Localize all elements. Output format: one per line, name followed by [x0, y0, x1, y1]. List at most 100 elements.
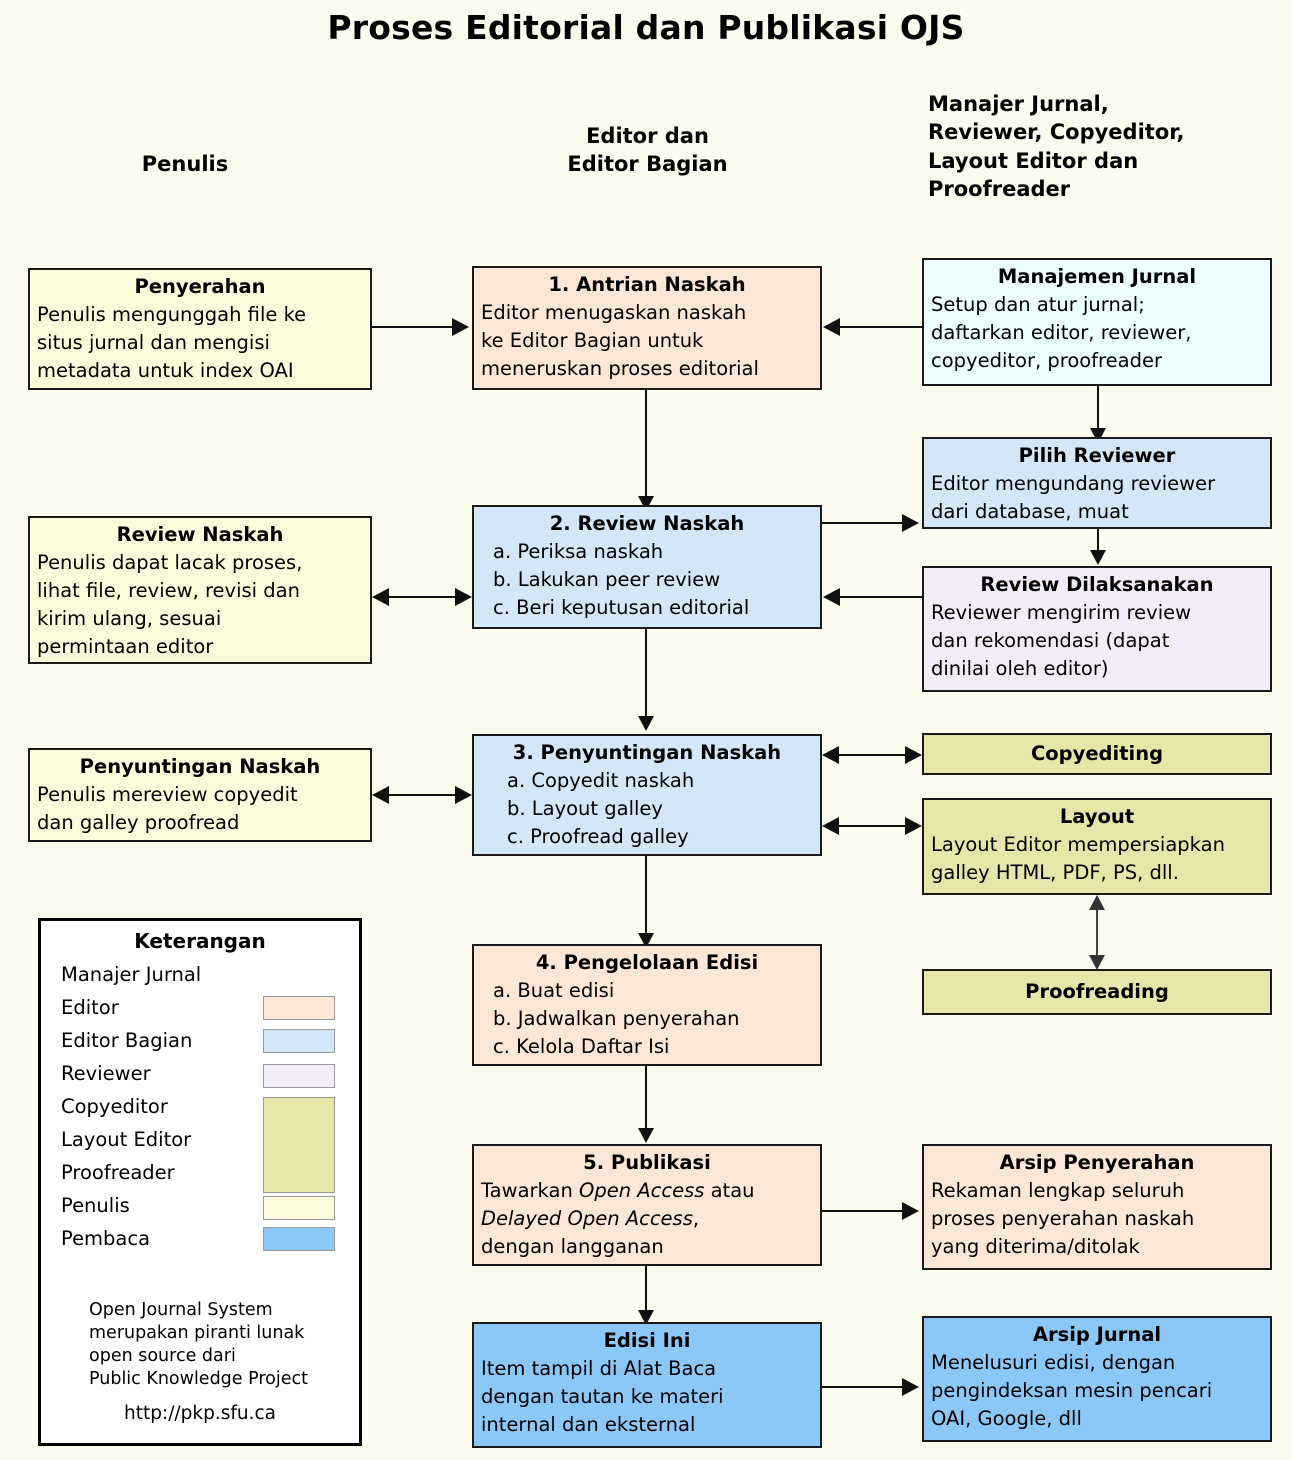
box-arsip-jurnal-title: Arsip Jurnal: [1032, 1323, 1162, 1346]
arrowhead-review2-pilihreviewer: [902, 514, 919, 532]
legend-label-penulis: Penulis: [61, 1194, 130, 1217]
arrowhead-reviewpenulis-right: [455, 588, 472, 606]
box-4-pengelolaan-item-a: a. Buat edisi: [493, 978, 615, 1002]
box-edisi-ini-line1: Item tampil di Alat Baca: [481, 1356, 717, 1380]
legend-label-pembaca: Pembaca: [61, 1227, 151, 1250]
connector-manajemen-antrian: [840, 326, 924, 328]
legend-item-manajer-jurnal: Manajer Jurnal: [41, 959, 359, 992]
legend-item-copyeditor: Copyeditor: [41, 1091, 359, 1124]
box-review-naskah-penulis-line1: Penulis dapat lacak proses,: [37, 550, 303, 574]
box-arsip-penyerahan-line3: yang diterima/ditolak: [931, 1235, 1140, 1259]
arrowhead-box3-layout-right: [905, 817, 922, 835]
arrowhead-edisiini-arsipjurnal: [902, 1378, 919, 1396]
legend-label-proofreader: Proofreader: [61, 1161, 175, 1184]
box-penyuntingan-penulis-title: Penyuntingan Naskah: [79, 755, 321, 778]
arrowhead-penyuntingpenulis-left: [372, 786, 389, 804]
legend-swatch-editor: [263, 996, 335, 1020]
legend-swatch-copyeditor-layout-proofreader: [263, 1097, 335, 1193]
box-edisi-ini-title: Edisi Ini: [603, 1329, 691, 1352]
box-3-penyuntingan-item-c: c. Proofread galley: [507, 825, 689, 849]
box-pilih-reviewer-line1: Editor mengundang reviewer: [931, 471, 1216, 495]
connector-layout-proofreading: [1096, 902, 1098, 964]
box-proofreading[interactable]: Proofreading: [922, 969, 1272, 1015]
box-arsip-penyerahan-line1: Rekaman lengkap seluruh: [931, 1178, 1185, 1202]
arrowhead-pengelolaan-publikasi: [638, 1128, 654, 1143]
legend-item-layout-editor: Layout Editor: [41, 1124, 359, 1157]
box-layout-line1: Layout Editor mempersiapkan: [931, 832, 1225, 856]
legend-item-proofreader: Proofreader: [41, 1157, 359, 1190]
arrowhead-box3-copyediting-left: [822, 746, 839, 764]
box-4-pengelolaan-item-b: b. Jadwalkan penyerahan: [493, 1006, 740, 1030]
box-2-review-naskah-item-c: c. Beri keputusan editorial: [493, 596, 750, 620]
box-antrian-naskah[interactable]: 1. Antrian Naskah Editor menugaskan nask…: [472, 266, 822, 390]
box-antrian-naskah-line2: ke Editor Bagian untuk: [481, 328, 704, 352]
box-5-publikasi[interactable]: 5. Publikasi Tawarkan Open Access atau D…: [472, 1144, 822, 1266]
box-edisi-ini-line3: internal dan eksternal: [481, 1413, 696, 1437]
legend-label-manajer-jurnal: Manajer Jurnal: [61, 963, 202, 986]
legend-swatch-reviewer: [263, 1064, 335, 1088]
box-review-dilaksanakan-line3: dinilai oleh editor): [931, 657, 1109, 681]
box-review-naskah-penulis[interactable]: Review Naskah Penulis dapat lacak proses…: [28, 516, 372, 664]
box-5-publikasi-line1: Tawarkan Open Access atau: [481, 1177, 813, 1205]
box-pilih-reviewer[interactable]: Pilih Reviewer Editor mengundang reviewe…: [922, 437, 1272, 529]
box-penyuntingan-penulis-line1: Penulis mereview copyedit: [37, 782, 298, 806]
box-manajemen-jurnal-line1: Setup dan atur jurnal;: [931, 292, 1145, 316]
box-layout[interactable]: Layout Layout Editor mempersiapkan galle…: [922, 798, 1272, 895]
box-2-review-naskah[interactable]: 2. Review Naskah a. Periksa naskah b. La…: [472, 505, 822, 629]
connector-manajemen-pilihreviewer: [1097, 386, 1099, 434]
box-penyerahan-line2: situs jurnal dan mengisi: [37, 330, 270, 354]
connector-box3-layout: [838, 825, 908, 827]
box-arsip-jurnal-line2: pengindeksan mesin pencari: [931, 1378, 1213, 1402]
box-2-review-naskah-item-b: b. Lakukan peer review: [493, 567, 721, 591]
column-header-manajer: Manajer Jurnal, Reviewer, Copyeditor, La…: [928, 90, 1288, 203]
legend-item-pembaca: Pembaca: [41, 1223, 359, 1256]
box-manajemen-jurnal-title: Manajemen Jurnal: [997, 265, 1197, 288]
column-header-editor: Editor dan Editor Bagian: [510, 122, 785, 179]
legend-item-penulis: Penulis: [41, 1190, 359, 1223]
arrowhead-penyuntingpenulis-right: [455, 786, 472, 804]
connector-box3-copyediting: [838, 754, 908, 756]
legend-note-line1: Open Journal System: [89, 1300, 273, 1320]
box-penyerahan[interactable]: Penyerahan Penulis mengunggah file ke si…: [28, 268, 372, 390]
box-3-penyuntingan-item-a: a. Copyedit naskah: [507, 768, 695, 792]
box-antrian-naskah-line1: Editor menugaskan naskah: [481, 300, 747, 324]
box-4-pengelolaan-edisi[interactable]: 4. Pengelolaan Edisi a. Buat edisi b. Ja…: [472, 944, 822, 1066]
box-penyuntingan-penulis[interactable]: Penyuntingan Naskah Penulis mereview cop…: [28, 748, 372, 842]
box-review-dilaksanakan[interactable]: Review Dilaksanakan Reviewer mengirim re…: [922, 566, 1272, 692]
arrowhead-pilihreviewer-reviewdilaksanakan: [1090, 550, 1106, 565]
box-review-naskah-penulis-title: Review Naskah: [116, 523, 284, 546]
box-pilih-reviewer-line2: dari database, muat: [931, 499, 1129, 523]
legend-url[interactable]: http://pkp.sfu.ca: [123, 1403, 277, 1424]
arrowhead-box3-layout-left: [822, 817, 839, 835]
arrowhead-reviewpenulis-left: [372, 588, 389, 606]
legend-label-editor-bagian: Editor Bagian: [61, 1029, 193, 1052]
box-2-review-naskah-item-a: a. Periksa naskah: [493, 539, 664, 563]
arrowhead-review2-penyuntingan: [638, 716, 654, 731]
legend-swatch-penulis: [263, 1196, 335, 1220]
connector-reviewdilaksanakan-review2: [840, 596, 924, 598]
legend-title: Keterangan: [134, 929, 266, 953]
box-arsip-penyerahan[interactable]: Arsip Penyerahan Rekaman lengkap seluruh…: [922, 1144, 1272, 1270]
box-review-naskah-penulis-line4: permintaan editor: [37, 635, 214, 659]
box-copyediting-title: Copyediting: [1030, 742, 1164, 765]
box-5-publikasi-line2: Delayed Open Access,: [481, 1205, 813, 1233]
box-edisi-ini[interactable]: Edisi Ini Item tampil di Alat Baca denga…: [472, 1322, 822, 1448]
connector-penyuntingpenulis-box3: [388, 794, 458, 796]
box-manajemen-jurnal-line3: copyeditor, proofreader: [931, 349, 1162, 373]
box-proofreading-title: Proofreading: [1025, 980, 1169, 1003]
box-manajemen-jurnal[interactable]: Manajemen Jurnal Setup dan atur jurnal; …: [922, 258, 1272, 386]
box-review-dilaksanakan-title: Review Dilaksanakan: [980, 573, 1214, 596]
box-arsip-jurnal[interactable]: Arsip Jurnal Menelusuri edisi, dengan pe…: [922, 1316, 1272, 1442]
publikasi-delayed-open-access: Delayed Open Access: [481, 1206, 693, 1230]
legend-label-layout-editor: Layout Editor: [61, 1128, 192, 1151]
connector-box3-pengelolaan: [645, 856, 647, 938]
column-header-editor-line2: Editor Bagian: [567, 152, 728, 177]
box-3-penyuntingan-naskah[interactable]: 3. Penyuntingan Naskah a. Copyedit naska…: [472, 734, 822, 856]
box-3-penyuntingan-item-b: b. Layout galley: [507, 796, 663, 820]
box-arsip-jurnal-line1: Menelusuri edisi, dengan: [931, 1350, 1176, 1374]
box-penyerahan-line1: Penulis mengunggah file ke: [37, 302, 307, 326]
box-copyediting[interactable]: Copyediting: [922, 733, 1272, 775]
column-header-penulis: Penulis: [141, 152, 229, 176]
connector-reviewpenulis-review2: [388, 596, 458, 598]
